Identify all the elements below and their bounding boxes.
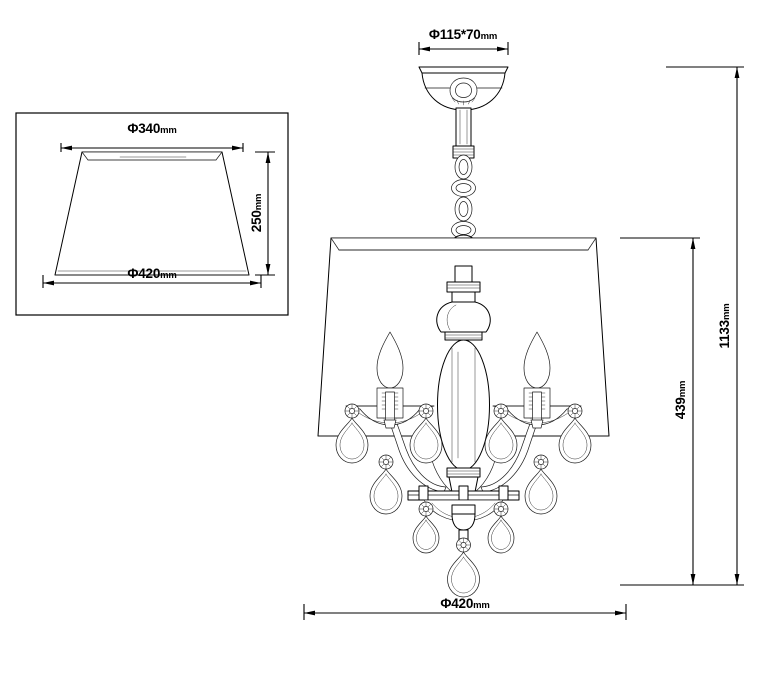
candle-arm-right xyxy=(480,331,582,493)
inset-bottom-dimension-label: Φ420mm xyxy=(127,266,176,281)
canopy-dimension-label: Φ115*70mm xyxy=(429,27,497,42)
upper-stem-tube xyxy=(455,107,472,147)
inset-frame xyxy=(15,112,289,316)
bottom-finial xyxy=(423,499,504,553)
shade-width-label: Φ420mm xyxy=(440,596,489,611)
body-height-dimension: 439mm xyxy=(620,237,700,586)
overall-height-dimension: 1133mm xyxy=(666,66,744,586)
inset-bottom-dimension: Φ420mm xyxy=(42,266,262,288)
chandelier-assembly xyxy=(317,66,610,598)
inset-top-dimension: Φ340mm xyxy=(60,121,244,152)
suspension-chain xyxy=(451,154,476,239)
lampshade-inset-panel: Φ340mm Φ420mm 250mm xyxy=(15,112,289,316)
inset-top-dimension-label: Φ340mm xyxy=(127,121,176,136)
central-glass-column xyxy=(436,265,491,498)
ceiling-canopy xyxy=(418,66,509,111)
inset-shade-shape xyxy=(54,151,250,276)
inset-height-dimension: 250mm xyxy=(249,151,275,276)
candle-arm-left xyxy=(345,331,447,493)
canopy-dimension: Φ115*70mm xyxy=(418,27,509,55)
body-height-label: 439mm xyxy=(673,381,688,419)
inset-height-dimension-label: 250mm xyxy=(249,194,264,232)
bottom-cross-plate xyxy=(407,485,520,501)
overall-height-label: 1133mm xyxy=(717,304,732,349)
shade-width-dimension: Φ420mm xyxy=(303,596,627,620)
